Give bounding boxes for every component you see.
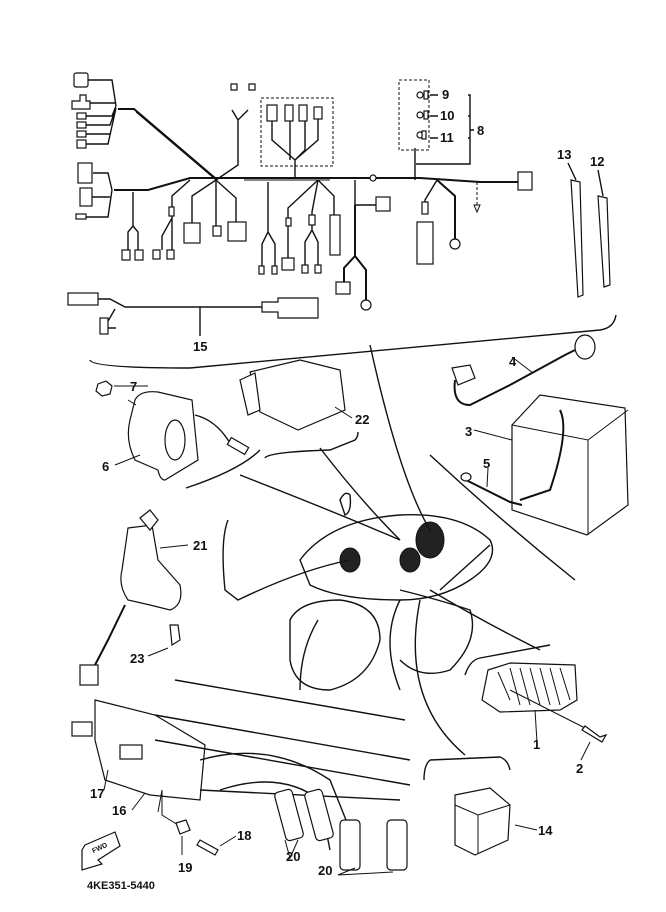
callout-7: 7 xyxy=(130,379,138,394)
callout-10: 10 xyxy=(440,108,455,123)
connector xyxy=(99,317,109,335)
callout-14: 14 xyxy=(538,823,553,838)
callout-23: 23 xyxy=(130,651,145,666)
connector xyxy=(79,664,99,686)
ignition-switch-22 xyxy=(120,524,182,611)
connector xyxy=(76,121,87,129)
callout-5: 5 xyxy=(483,456,491,471)
connector xyxy=(73,72,89,88)
connector xyxy=(77,162,93,184)
regulator-1 xyxy=(481,662,578,713)
callout-18: 18 xyxy=(237,828,252,843)
plug-cap-20 xyxy=(274,788,304,842)
connector xyxy=(76,130,87,138)
callout-20-a: 20 xyxy=(286,849,301,864)
battery-3 xyxy=(511,394,629,536)
callout-12: 12 xyxy=(590,154,605,169)
callout-6: 6 xyxy=(102,459,110,474)
callout-9: 9 xyxy=(442,87,450,102)
callout-17: 17 xyxy=(90,786,105,801)
callout-21: 22 xyxy=(355,412,370,427)
nut-7 xyxy=(95,380,113,397)
callout-19: 19 xyxy=(178,860,193,875)
plug-cap-20 xyxy=(339,819,361,871)
diagram-part-code: 4KE351-5440 xyxy=(87,880,155,892)
connector xyxy=(67,292,99,306)
strap-13 xyxy=(570,179,584,298)
wire-harness xyxy=(71,72,533,311)
callout-22: 21 xyxy=(193,538,208,553)
callout-2: 2 xyxy=(576,761,584,776)
connector xyxy=(71,94,91,110)
coil-16-17 xyxy=(94,699,206,801)
callout-1: 1 xyxy=(533,737,541,752)
callout-8: 8 xyxy=(477,123,485,138)
connector xyxy=(79,187,93,207)
callout-3: 3 xyxy=(465,424,473,439)
connector xyxy=(517,171,533,191)
callout-15: 15 xyxy=(193,339,208,354)
connector xyxy=(75,213,87,220)
connector xyxy=(76,112,87,120)
callout-16: 16 xyxy=(112,803,127,818)
plug-cap-20 xyxy=(386,819,408,871)
forward-arrow xyxy=(81,831,121,871)
bolt-2 xyxy=(581,725,608,743)
callout-20-b: 20 xyxy=(318,863,333,878)
ecu-21 xyxy=(249,359,346,431)
callout-4: 4 xyxy=(509,354,517,369)
horn-6 xyxy=(127,391,199,481)
plug-cap-20 xyxy=(304,788,334,842)
callout-13: 13 xyxy=(557,147,572,162)
strap-12 xyxy=(597,195,611,288)
connector xyxy=(76,139,87,149)
callout-11: 11 xyxy=(440,130,454,145)
relay-14 xyxy=(454,787,511,856)
